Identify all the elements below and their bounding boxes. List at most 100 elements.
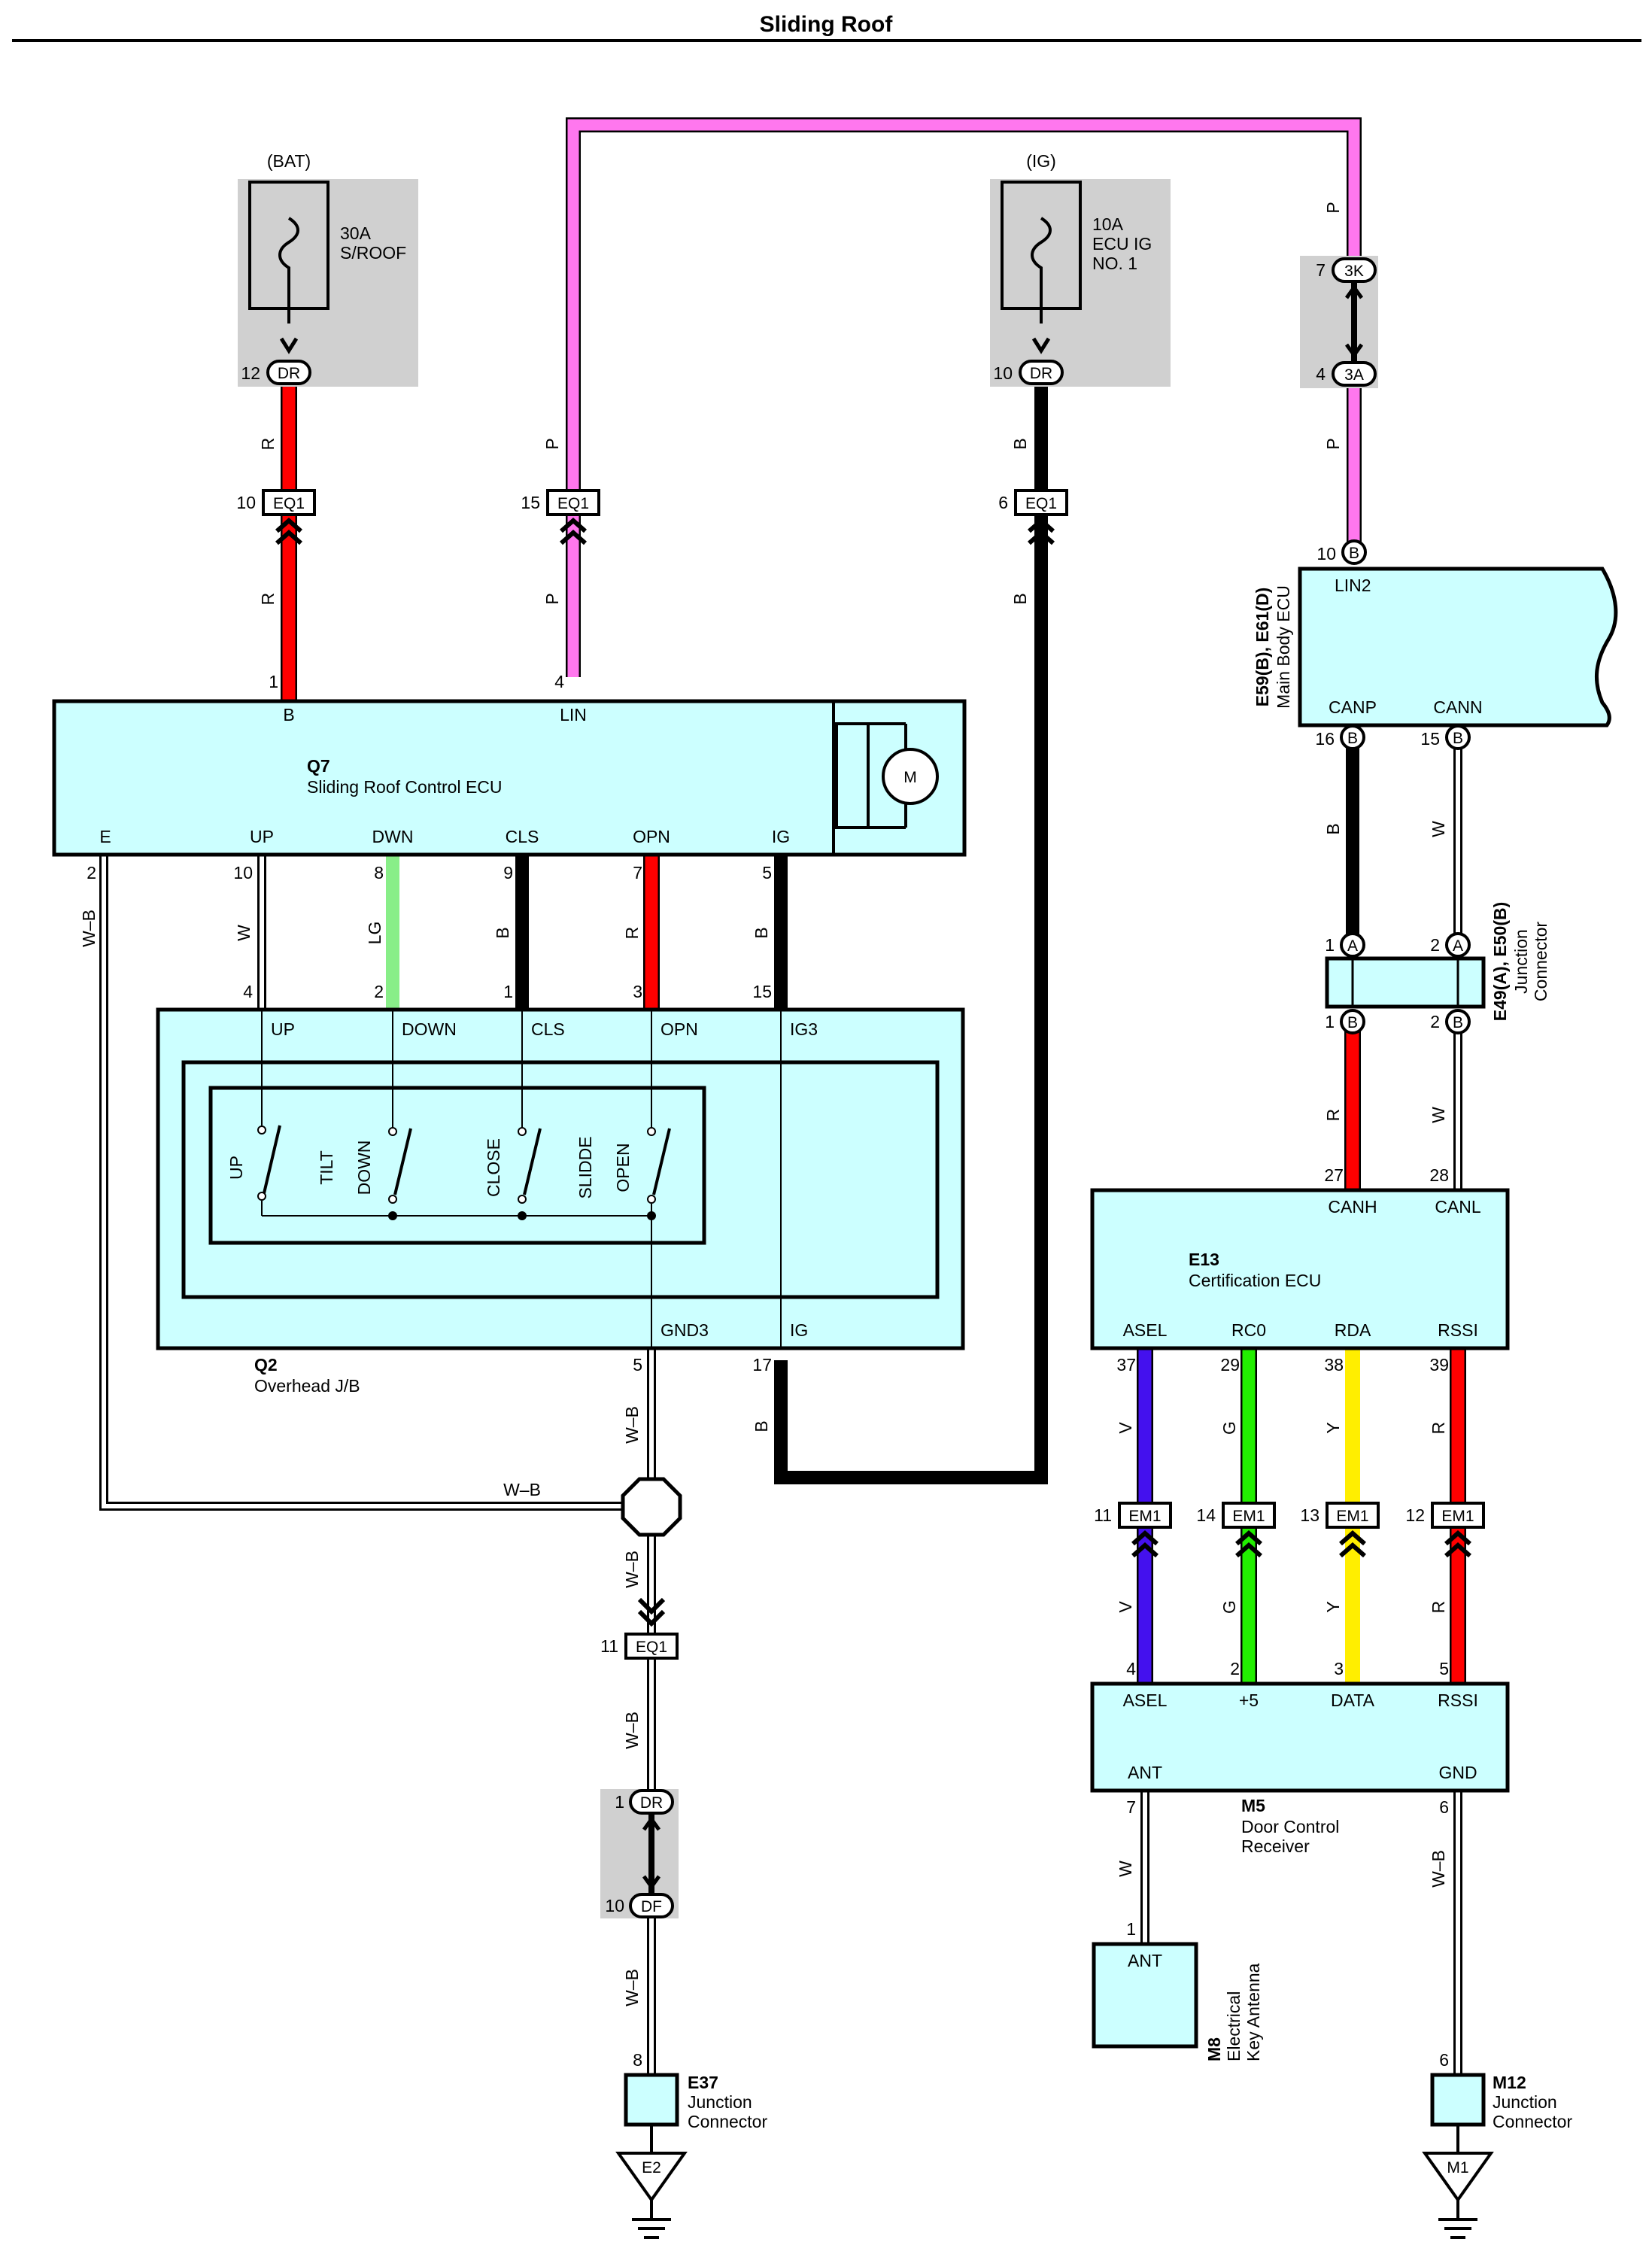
jc-name-2: Connector bbox=[1531, 922, 1550, 1001]
m5-name-2: Receiver bbox=[1241, 1836, 1310, 1856]
code-p-3: P bbox=[1323, 202, 1343, 213]
sw-label-tilt: TILT bbox=[317, 1150, 336, 1185]
splice-point bbox=[621, 1477, 682, 1537]
motor-label: M bbox=[903, 769, 917, 786]
fuse-ig-conn: DR bbox=[1030, 365, 1052, 382]
code-wb-h: W–B bbox=[503, 1480, 541, 1499]
em1-label-1: EM1 bbox=[1128, 1508, 1161, 1525]
mbe-pin-cann: 15 bbox=[1420, 729, 1440, 749]
code-r-rssi-2: R bbox=[1429, 1601, 1448, 1614]
joint-dr-df: DR 1 DF 10 bbox=[600, 1789, 679, 1918]
fuse-bat-conn: DR bbox=[278, 365, 300, 382]
m5-pin-rssi: 5 bbox=[1439, 1659, 1449, 1678]
e37-junction-connector: 8 E37 Junction Connector E2 bbox=[615, 2050, 767, 2239]
mbe-term-cann: CANN bbox=[1433, 697, 1482, 717]
fuse-ig-rating: 10A bbox=[1092, 214, 1124, 234]
q2-pin-up: 4 bbox=[243, 982, 253, 1001]
joint-3k-3a: 3K 7 3A 4 bbox=[1300, 256, 1378, 388]
m8-name-1: Electrical bbox=[1224, 1991, 1244, 2061]
conn-df: DF bbox=[641, 1898, 662, 1915]
code-b-ig3: B bbox=[752, 927, 771, 938]
e13-pin-rda: 38 bbox=[1324, 1355, 1344, 1375]
q2-pin-gnd3: 5 bbox=[633, 1355, 642, 1375]
wire-ig-black bbox=[774, 384, 1048, 1484]
q7-term-lin: LIN bbox=[560, 705, 587, 724]
fuse-ig-name-2: NO. 1 bbox=[1092, 254, 1137, 273]
q2-term-cls: CLS bbox=[531, 1019, 565, 1039]
jc-conn-b2: B bbox=[1453, 1014, 1463, 1031]
fuse-bat-name: S/ROOF bbox=[340, 243, 406, 263]
q7-term-up: UP bbox=[250, 827, 274, 846]
code-g-2: G bbox=[1219, 1600, 1239, 1614]
motor-icon bbox=[882, 748, 939, 805]
em1-pin-2: 14 bbox=[1196, 1505, 1216, 1525]
pin-dr: 1 bbox=[615, 1792, 624, 1812]
e13-term-rssi: RSSI bbox=[1438, 1320, 1478, 1340]
q2-name: Overhead J/B bbox=[254, 1376, 360, 1396]
code-v-2: V bbox=[1116, 1601, 1135, 1613]
eq1-pin-gnd: 11 bbox=[600, 1636, 618, 1656]
q2-term-down: DOWN bbox=[402, 1019, 457, 1039]
q7-pin-e: 2 bbox=[87, 863, 96, 882]
fuse-ig-source: (IG) bbox=[1026, 151, 1056, 171]
code-p-1: P bbox=[542, 438, 562, 449]
em1-label-2: EM1 bbox=[1232, 1508, 1265, 1525]
main-body-ecu: B 10 LIN2 CANP CANN B B 16 15 E59(B), E6… bbox=[1253, 539, 1618, 750]
code-wb-e: W–B bbox=[79, 910, 99, 947]
em1-pin-1: 11 bbox=[1094, 1505, 1112, 1525]
m5-door-control-receiver: 4 2 3 5 ASEL +5 DATA RSSI ANT GND 7 6 M5… bbox=[1090, 1659, 1510, 1856]
m5-pin-asel: 4 bbox=[1126, 1659, 1136, 1678]
jc-name-1: Junction bbox=[1511, 929, 1531, 994]
ground-m1-icon bbox=[1422, 2152, 1494, 2239]
e13-pin-rssi: 39 bbox=[1429, 1355, 1449, 1375]
fuse-bat: (BAT) 30A S/ROOF DR 12 bbox=[238, 151, 418, 387]
wire-codes: R R P P B B P P W–B W LG B R B B W R W W… bbox=[79, 202, 1448, 2006]
code-wb-2: W–B bbox=[622, 1551, 642, 1588]
q2-term-ig: IG bbox=[790, 1320, 808, 1340]
mbe-term-canp: CANP bbox=[1329, 697, 1377, 717]
ground-e2-icon bbox=[615, 2152, 688, 2239]
q7-pin-cls: 9 bbox=[503, 863, 513, 882]
eq1-connectors-top: EQ1 10 EQ1 15 EQ1 6 bbox=[236, 489, 1068, 545]
q7-term-cls: CLS bbox=[506, 827, 539, 846]
pin-7: 7 bbox=[1316, 260, 1326, 280]
mbe-pin-lin2: 10 bbox=[1316, 544, 1336, 563]
m12-pin: 6 bbox=[1439, 2050, 1449, 2070]
q2-term-ig3: IG3 bbox=[790, 1019, 818, 1039]
conn-dr: DR bbox=[640, 1794, 663, 1812]
pin-4: 4 bbox=[1316, 364, 1326, 384]
q2-code: Q2 bbox=[254, 1355, 278, 1375]
sw-label-slide: SLIDDE bbox=[575, 1136, 595, 1198]
e13-code: E13 bbox=[1189, 1250, 1219, 1269]
jc-pin-b2: 2 bbox=[1430, 1012, 1440, 1031]
e13-term-canl: CANL bbox=[1435, 1197, 1481, 1217]
jc-code: E49(A), E50(B) bbox=[1490, 902, 1510, 1021]
code-wb-3: W–B bbox=[622, 1712, 642, 1749]
mbe-term-lin2: LIN2 bbox=[1335, 576, 1371, 595]
q7-pin-b: 1 bbox=[269, 672, 278, 691]
code-wb-4: W–B bbox=[622, 1969, 642, 2006]
m5-term-data: DATA bbox=[1331, 1690, 1375, 1710]
eq1-label-ig: EQ1 bbox=[1025, 495, 1057, 512]
code-r-opn: R bbox=[622, 927, 642, 940]
jc-conn-b1: B bbox=[1347, 1014, 1358, 1031]
wire-lin-pink bbox=[566, 117, 1362, 677]
q7-sliding-roof-ecu: M 1 4 B LIN Q7 Sliding Roof Control ECU … bbox=[52, 672, 967, 882]
mbe-conn-cann: B bbox=[1453, 730, 1463, 747]
eq1-pin-ig: 6 bbox=[998, 493, 1008, 512]
code-g-1: G bbox=[1219, 1421, 1239, 1435]
code-wb-m5: W–B bbox=[1429, 1850, 1448, 1888]
switch-down bbox=[388, 1127, 412, 1220]
e13-pin-canh: 27 bbox=[1324, 1165, 1344, 1185]
m5-pin-p5: 2 bbox=[1230, 1659, 1240, 1678]
eq1-label-lin: EQ1 bbox=[557, 495, 589, 512]
e37-pin: 8 bbox=[633, 2050, 642, 2070]
e13-pin-asel: 37 bbox=[1116, 1355, 1136, 1375]
q7-term-ig: IG bbox=[772, 827, 790, 846]
code-r-canh: R bbox=[1323, 1109, 1343, 1122]
m8-code: M8 bbox=[1204, 2037, 1224, 2061]
jc-conn-a1: A bbox=[1347, 937, 1358, 955]
em1-label-3: EM1 bbox=[1336, 1508, 1368, 1525]
e13-term-rc0: RC0 bbox=[1231, 1320, 1266, 1340]
code-b-ig: B bbox=[752, 1420, 771, 1432]
